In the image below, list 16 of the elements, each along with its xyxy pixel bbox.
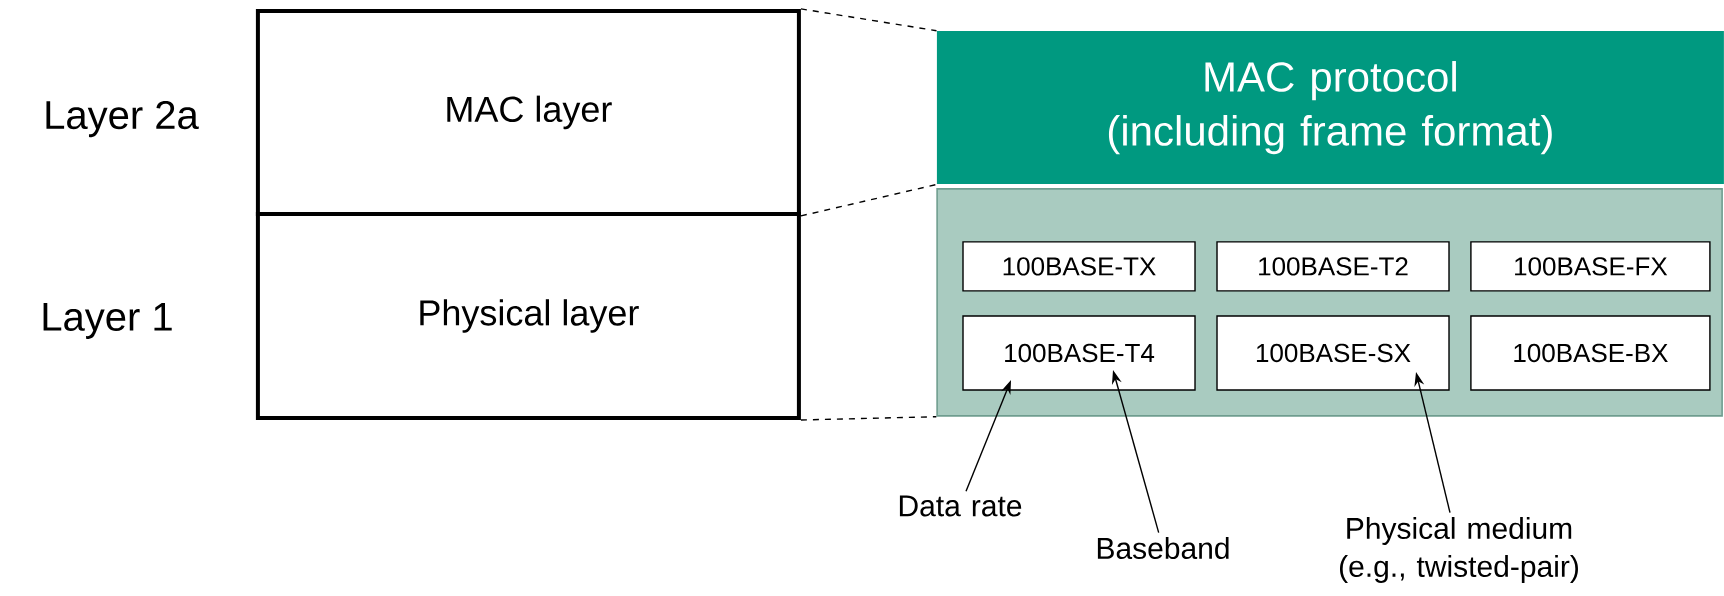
protocol-box: MAC protocol (including frame format) xyxy=(936,31,1724,185)
leader-label: Data rate xyxy=(899,495,1022,517)
layer-label: Layer 2a xyxy=(46,100,199,138)
leader-label: Baseband xyxy=(1097,537,1229,559)
leader-label: Physical medium (e.g., twisted-pair) xyxy=(1340,517,1578,583)
standard-box: 100BASE-T2 xyxy=(1216,241,1450,292)
zoom-line xyxy=(800,8,938,32)
zoom-line xyxy=(800,416,937,421)
standard-box: 100BASE-BX xyxy=(1470,315,1711,391)
layer-label: Layer 1 xyxy=(43,303,172,339)
layer-box: Physical layer xyxy=(255,212,801,420)
standard-box: 100BASE-T4 xyxy=(962,315,1196,391)
standard-box: 100BASE-FX xyxy=(1470,241,1711,292)
standard-box: 100BASE-TX xyxy=(962,241,1196,292)
layer-box: MAC layer xyxy=(255,8,801,216)
standard-box: 100BASE-SX xyxy=(1216,315,1450,391)
